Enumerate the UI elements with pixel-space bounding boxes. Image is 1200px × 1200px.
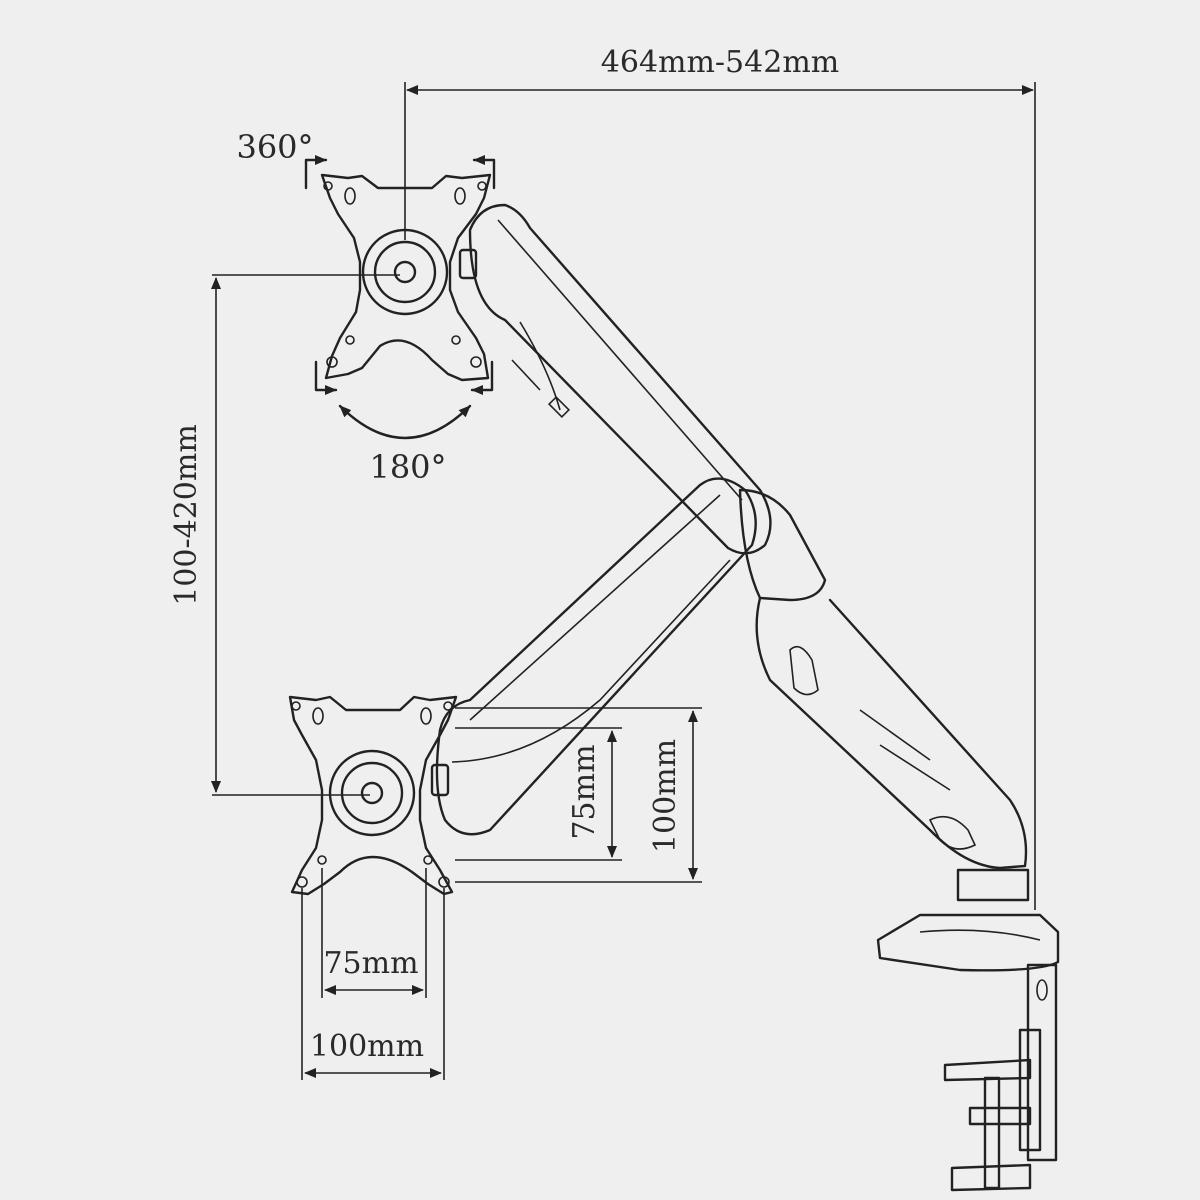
- vesa-vertical-dimensions: 75mm 100mm: [455, 707, 702, 883]
- vesa-plate-lower: [288, 695, 458, 896]
- vesa-outer-horizontal-label: 100mm: [310, 1029, 424, 1064]
- vesa-inner-vertical-label: 75mm: [567, 744, 602, 839]
- arm-lower: [430, 477, 757, 836]
- reach-label: 464mm-542mm: [601, 45, 839, 80]
- swivel-arrows: 360°: [236, 128, 496, 395]
- swivel-label: 360°: [236, 128, 313, 166]
- tilt-label: 180°: [369, 448, 446, 486]
- vesa-inner-horizontal-label: 75mm: [323, 946, 418, 981]
- tilt-indicator: 180°: [338, 404, 472, 486]
- vesa-outer-vertical-label: 100mm: [648, 739, 683, 853]
- height-label: 100-420mm: [169, 424, 204, 606]
- arm-base-segment: [738, 488, 1028, 870]
- vesa-plate-upper: [320, 173, 492, 382]
- vesa-horizontal-dimensions: 75mm 100mm: [301, 868, 445, 1080]
- reach-dimension: 464mm-542mm: [404, 45, 1036, 910]
- height-dimension: 100-420mm: [169, 274, 400, 796]
- arm-upper-raised: [458, 203, 772, 555]
- desk-clamp: [876, 868, 1060, 1192]
